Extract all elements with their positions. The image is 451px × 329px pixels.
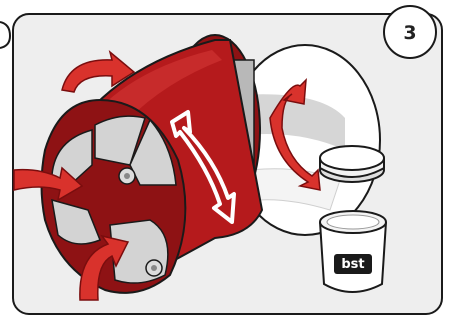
bolt (124, 173, 130, 179)
push-arrow-icon (13, 166, 84, 202)
segment-top (94, 115, 146, 166)
lift-lid-arrow-icon (269, 78, 321, 191)
segment-right (129, 118, 177, 186)
logo-text: bst (341, 257, 364, 272)
rotate-arrow-icon (61, 49, 136, 93)
previous-step-badge-edge (0, 21, 12, 49)
grease-container: bst (319, 210, 387, 293)
push-arrow-icon (79, 234, 130, 301)
step-badge: 3 (383, 5, 437, 59)
segment-lower-left (51, 198, 101, 245)
container-lid (319, 145, 385, 183)
bst-logo: bst (334, 254, 372, 274)
twist-arrow-icon (170, 110, 236, 224)
bolt (151, 265, 157, 271)
step-number: 3 (403, 22, 416, 44)
